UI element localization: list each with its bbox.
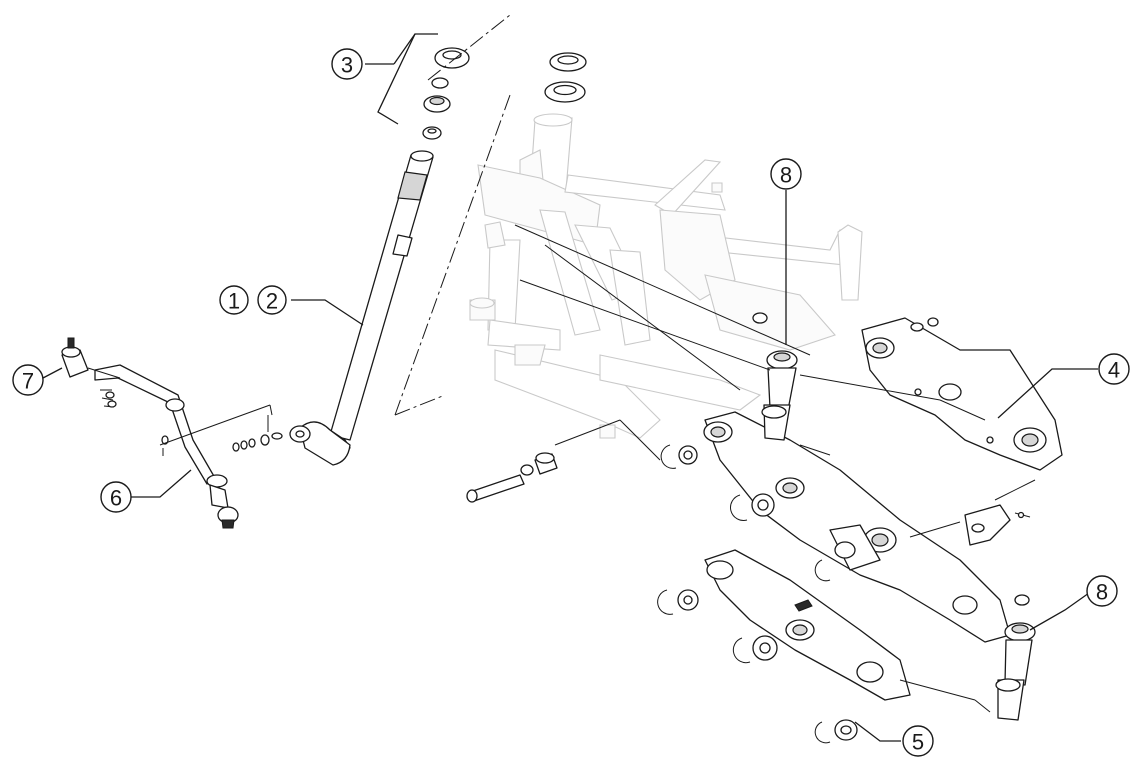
callout-5-label: 5 — [912, 730, 924, 755]
callout-1: 1 — [219, 285, 249, 315]
callout-8-upper: 8 — [770, 158, 802, 190]
callout-6-label: 6 — [110, 486, 122, 511]
callout-4: 4 — [1098, 353, 1130, 385]
callout-8-lower: 8 — [1086, 575, 1118, 607]
callout-3-label: 3 — [341, 53, 353, 78]
callout-2: 2 — [257, 285, 287, 315]
callout-7-label: 7 — [22, 369, 34, 394]
callout-2-label: 2 — [266, 289, 278, 314]
linkage-rod-assembly — [61, 337, 239, 529]
mounting-bracket — [964, 504, 1031, 546]
callout-3: 3 — [331, 48, 363, 80]
callout-1-label: 1 — [228, 289, 240, 314]
swingarm-middle-plate — [703, 411, 1011, 643]
callout-4-label: 4 — [1108, 358, 1120, 383]
steering-bearing-set — [422, 47, 587, 140]
callout-leaders — [42, 33, 1098, 742]
long-bolt — [466, 452, 558, 503]
washers-circlips — [657, 444, 858, 744]
callout-8-lower-label: 8 — [1096, 580, 1108, 605]
alignment-lines — [87, 14, 1036, 713]
callout-7: 7 — [12, 364, 44, 396]
swingarm-lower-plate — [704, 549, 911, 701]
damper-lower — [995, 594, 1036, 721]
callout-5: 5 — [902, 725, 934, 757]
fork-stem-tube — [232, 150, 434, 466]
swingarm-upper-plate — [861, 317, 1063, 471]
callout-8-upper-label: 8 — [780, 163, 792, 188]
motorcycle-frame — [469, 113, 863, 439]
callout-6: 6 — [100, 481, 132, 513]
damper-upper — [752, 312, 798, 441]
